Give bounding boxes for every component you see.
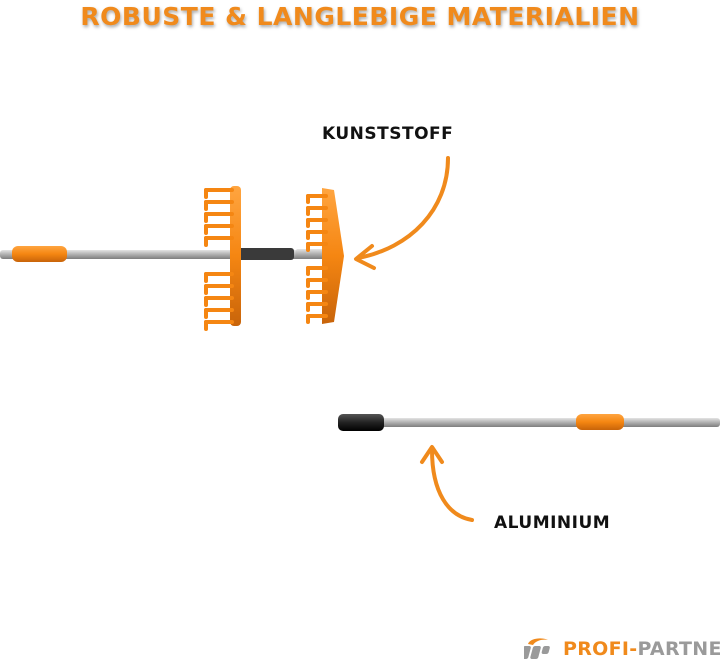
rake-assembly — [0, 186, 344, 331]
aluminium-shaft — [380, 418, 720, 427]
brand-name-part1: PROFI- — [563, 638, 638, 660]
brand-name-part2: PARTNER — [637, 638, 720, 660]
rake-head-right — [306, 188, 344, 324]
aluminium-handle — [338, 414, 720, 431]
rake-handle-collar — [12, 246, 67, 262]
profi-partner-logo-icon — [524, 638, 550, 659]
brand-logo: PROFI-PARTNER — [524, 634, 720, 664]
arrow-to-aluminium — [420, 445, 474, 522]
label-aluminium: ALUMINIUM — [494, 513, 611, 533]
aluminium-collar — [576, 414, 624, 430]
headline: ROBUSTE & LANGLEBIGE MATERIALIEN — [80, 2, 640, 31]
arrow-to-plastic — [354, 156, 450, 270]
aluminium-grip — [338, 414, 384, 431]
rake-connector — [236, 248, 294, 260]
rake-head-left — [204, 186, 241, 331]
label-plastic: KUNSTSTOFF — [322, 124, 454, 144]
